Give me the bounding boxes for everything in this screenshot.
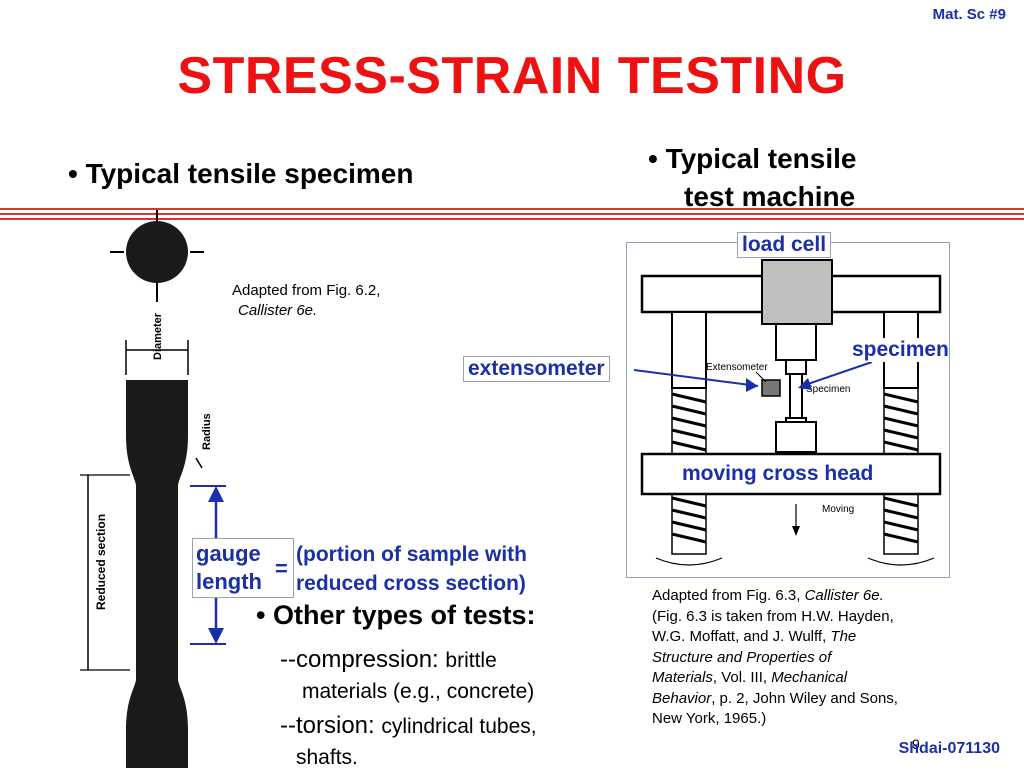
gauge-length-label: gauge length bbox=[196, 540, 262, 596]
inner-specimen-label: Specimen bbox=[806, 384, 850, 395]
specimen-body bbox=[126, 380, 188, 768]
cite2-p4-it: Structure and Properties of bbox=[652, 648, 832, 666]
slide-tag: Mat. Sc #9 bbox=[932, 6, 1006, 23]
gauge-length-box bbox=[192, 538, 294, 598]
cite2-p7: New York, 1965.) bbox=[652, 710, 767, 727]
callout-extensometer: extensometer bbox=[463, 356, 610, 382]
torsion-desc-line2: shafts. bbox=[296, 746, 358, 769]
bullet-machine-line1: • Typical tensile bbox=[648, 143, 857, 174]
gauge-portion-line2: reduced cross section) bbox=[296, 572, 526, 595]
torsion-label: --torsion: bbox=[280, 712, 375, 739]
footer-code: Shdai-071130 bbox=[898, 740, 1000, 757]
bullet-machine-line2: test machine bbox=[684, 181, 856, 212]
cite2-p3-it: The bbox=[830, 628, 857, 645]
specimen-citation: Adapted from Fig. 6.2, Callister 6e. bbox=[232, 281, 380, 321]
slide-title: STRESS-STRAIN TESTING bbox=[177, 47, 847, 105]
cite2-p6: , p. 2, John Wiley and Sons, bbox=[711, 689, 898, 707]
divider-rule bbox=[0, 218, 1024, 220]
cite2-p2: (Fig. 6.3 is taken from H.W. Hayden, bbox=[652, 607, 894, 625]
label-diameter: Diameter bbox=[152, 312, 164, 360]
callout-moving-cross-head: moving cross head bbox=[682, 462, 874, 486]
page-number: 9 bbox=[912, 736, 920, 752]
cite2-p5: , Vol. III, bbox=[712, 669, 772, 686]
cite2-p6-it: Behavior bbox=[652, 689, 712, 707]
compression-desc: brittle bbox=[445, 649, 497, 672]
torsion-desc: cylindrical tubes, bbox=[381, 715, 537, 738]
label-radius: Radius bbox=[201, 413, 213, 450]
other-tests-heading: • Other types of tests: bbox=[256, 600, 536, 630]
cite2-p1: Adapted from Fig. 6.3, bbox=[652, 587, 805, 604]
callout-load-cell: load cell bbox=[737, 232, 832, 258]
divider-rule bbox=[0, 213, 1024, 215]
cite2-p1-it: Callister 6e. bbox=[804, 587, 884, 604]
inner-extensometer-label: Extensometer bbox=[706, 362, 768, 373]
inner-moving-label: Moving bbox=[822, 504, 854, 515]
machine-citation: Adapted from Fig. 6.3, Callister 6e. (Fi… bbox=[652, 586, 982, 730]
label-reduced-section: Reduced section bbox=[94, 514, 108, 610]
specimen-end-circle bbox=[126, 221, 188, 283]
gauge-line1: gauge bbox=[196, 541, 261, 566]
gauge-definition: (portion of sample with reduced cross se… bbox=[296, 540, 527, 598]
cite2-p3: W.G. Moffatt, and J. Wulff, bbox=[652, 628, 831, 645]
specimen-citation-line2: Callister 6e. bbox=[238, 302, 318, 319]
cite2-p5-it: Materials bbox=[652, 669, 713, 686]
bullet-specimen: • Typical tensile specimen bbox=[68, 158, 414, 189]
divider-rule bbox=[0, 208, 1024, 210]
bullet-machine: • Typical tensile test machine bbox=[648, 140, 856, 216]
cite2-p5-it2: Mechanical bbox=[771, 669, 848, 686]
callout-specimen: specimen bbox=[852, 338, 949, 362]
compression-desc-line2: materials (e.g., concrete) bbox=[302, 680, 535, 703]
compression-label: --compression: bbox=[280, 646, 439, 673]
compression-line: --compression: brittle bbox=[280, 646, 497, 674]
torsion-line: --torsion: cylindrical tubes, bbox=[280, 712, 537, 740]
specimen-drawing: Diameter Radius Reduced section bbox=[80, 210, 226, 768]
gauge-line2: length bbox=[196, 569, 262, 594]
gauge-portion-line1: (portion of sample with bbox=[296, 543, 527, 566]
specimen-citation-line1: Adapted from Fig. 6.2, bbox=[232, 282, 381, 299]
gauge-equals: = bbox=[275, 556, 288, 581]
